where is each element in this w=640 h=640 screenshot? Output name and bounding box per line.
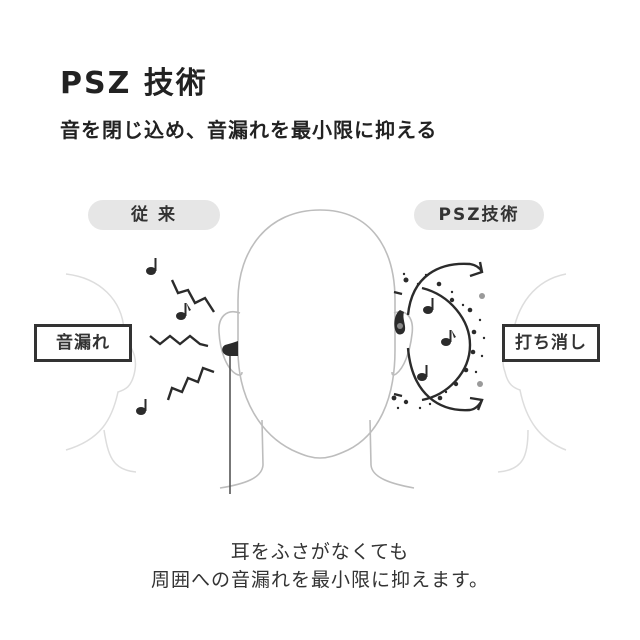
wired-earphone-icon bbox=[222, 341, 238, 494]
caption-line-1: 耳をふさがなくても bbox=[230, 541, 410, 563]
conventional-heading-pill: 従 来 bbox=[88, 200, 220, 230]
page-title: PSZ 技術 bbox=[60, 66, 208, 101]
caption-line-2: 周囲への音漏れを最小限に抑えます。 bbox=[150, 569, 490, 591]
left-side-head-outline bbox=[65, 273, 137, 473]
sound-cancel-arc-icon bbox=[393, 261, 484, 412]
sound-leak-label: 音漏れ bbox=[34, 324, 132, 362]
music-note-icon bbox=[417, 298, 456, 381]
psz-heading-pill: PSZ技術 bbox=[414, 200, 544, 230]
right-side-head-outline bbox=[497, 273, 567, 473]
sound-leak-zigzag-icon bbox=[149, 279, 216, 401]
center-head-outline bbox=[218, 209, 415, 489]
page-subtitle: 音を閉じ込め、音漏れを最小限に抑える bbox=[60, 118, 438, 142]
music-note-icon bbox=[136, 258, 191, 415]
open-earphone-icon bbox=[394, 310, 406, 335]
sound-particle-dots bbox=[391, 272, 486, 410]
cancel-label: 打ち消し bbox=[502, 324, 600, 362]
